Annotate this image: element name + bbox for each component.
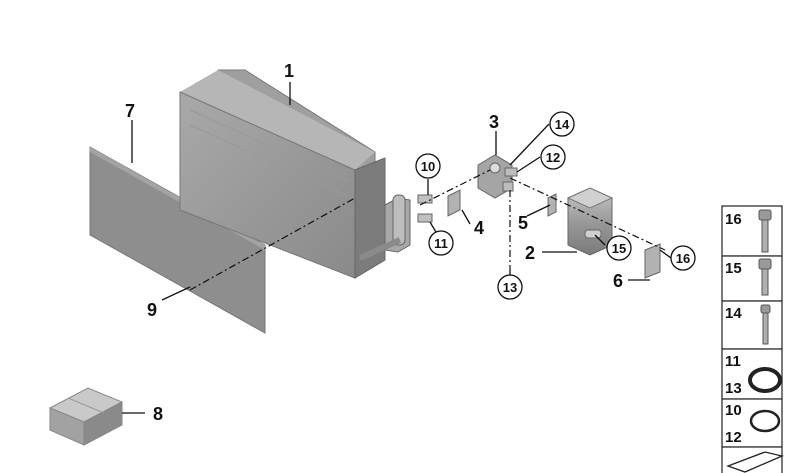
key-item-10-12: 10 12 [721, 398, 783, 448]
o-ring-thin-icon [749, 409, 781, 433]
svg-text:11: 11 [434, 236, 448, 251]
svg-text:12: 12 [725, 429, 742, 446]
svg-text:14: 14 [725, 305, 742, 322]
callout-6: 6 [613, 271, 623, 291]
wedge-shape-icon [726, 451, 785, 473]
svg-text:15: 15 [612, 241, 626, 256]
leader-lines [122, 82, 672, 414]
socket-head-screw-thin-icon [760, 304, 771, 345]
callout-2: 2 [525, 243, 535, 263]
callout-3: 3 [489, 112, 499, 132]
callout-circle-14: 14 [549, 111, 575, 137]
valve-block-part [477, 154, 518, 199]
foam-block-part [48, 387, 124, 446]
key-item-16: 16 [721, 205, 783, 257]
callout-circle-12: 12 [540, 144, 566, 170]
clip-part [417, 189, 661, 279]
callout-8: 8 [153, 404, 163, 424]
callout-circle-15: 15 [606, 235, 632, 261]
svg-text:13: 13 [503, 280, 517, 295]
svg-text:15: 15 [725, 260, 742, 277]
callout-circle-10: 10 [415, 153, 441, 179]
socket-head-screw-medium-icon [758, 258, 772, 296]
svg-text:10: 10 [421, 159, 435, 174]
callout-circle-13: 13 [497, 274, 523, 300]
socket-head-screw-long-icon [758, 209, 772, 253]
callout-circle-16: 16 [670, 245, 696, 271]
key-item-15: 15 [721, 255, 783, 302]
callout-circle-11: 11 [428, 230, 454, 256]
callout-1: 1 [284, 61, 294, 81]
callout-7: 7 [125, 101, 135, 121]
expansion-valve-part [566, 187, 614, 256]
svg-text:14: 14 [555, 117, 570, 132]
svg-text:11: 11 [725, 353, 741, 370]
svg-text:13: 13 [725, 380, 742, 397]
callout-9: 9 [147, 300, 157, 320]
parts-key-sidebar: 16 15 14 11 13 [721, 205, 785, 473]
svg-text:10: 10 [725, 402, 742, 419]
key-item-14: 14 [721, 300, 783, 350]
callout-5: 5 [518, 213, 528, 233]
svg-text:12: 12 [546, 150, 560, 165]
o-ring-thick-icon [748, 367, 782, 393]
svg-text:16: 16 [725, 211, 742, 228]
svg-text:16: 16 [676, 251, 690, 266]
callout-4: 4 [474, 218, 484, 238]
key-item-wedge [721, 446, 785, 473]
evaporator-core-part [179, 69, 411, 279]
key-item-11-13: 11 13 [721, 348, 783, 400]
